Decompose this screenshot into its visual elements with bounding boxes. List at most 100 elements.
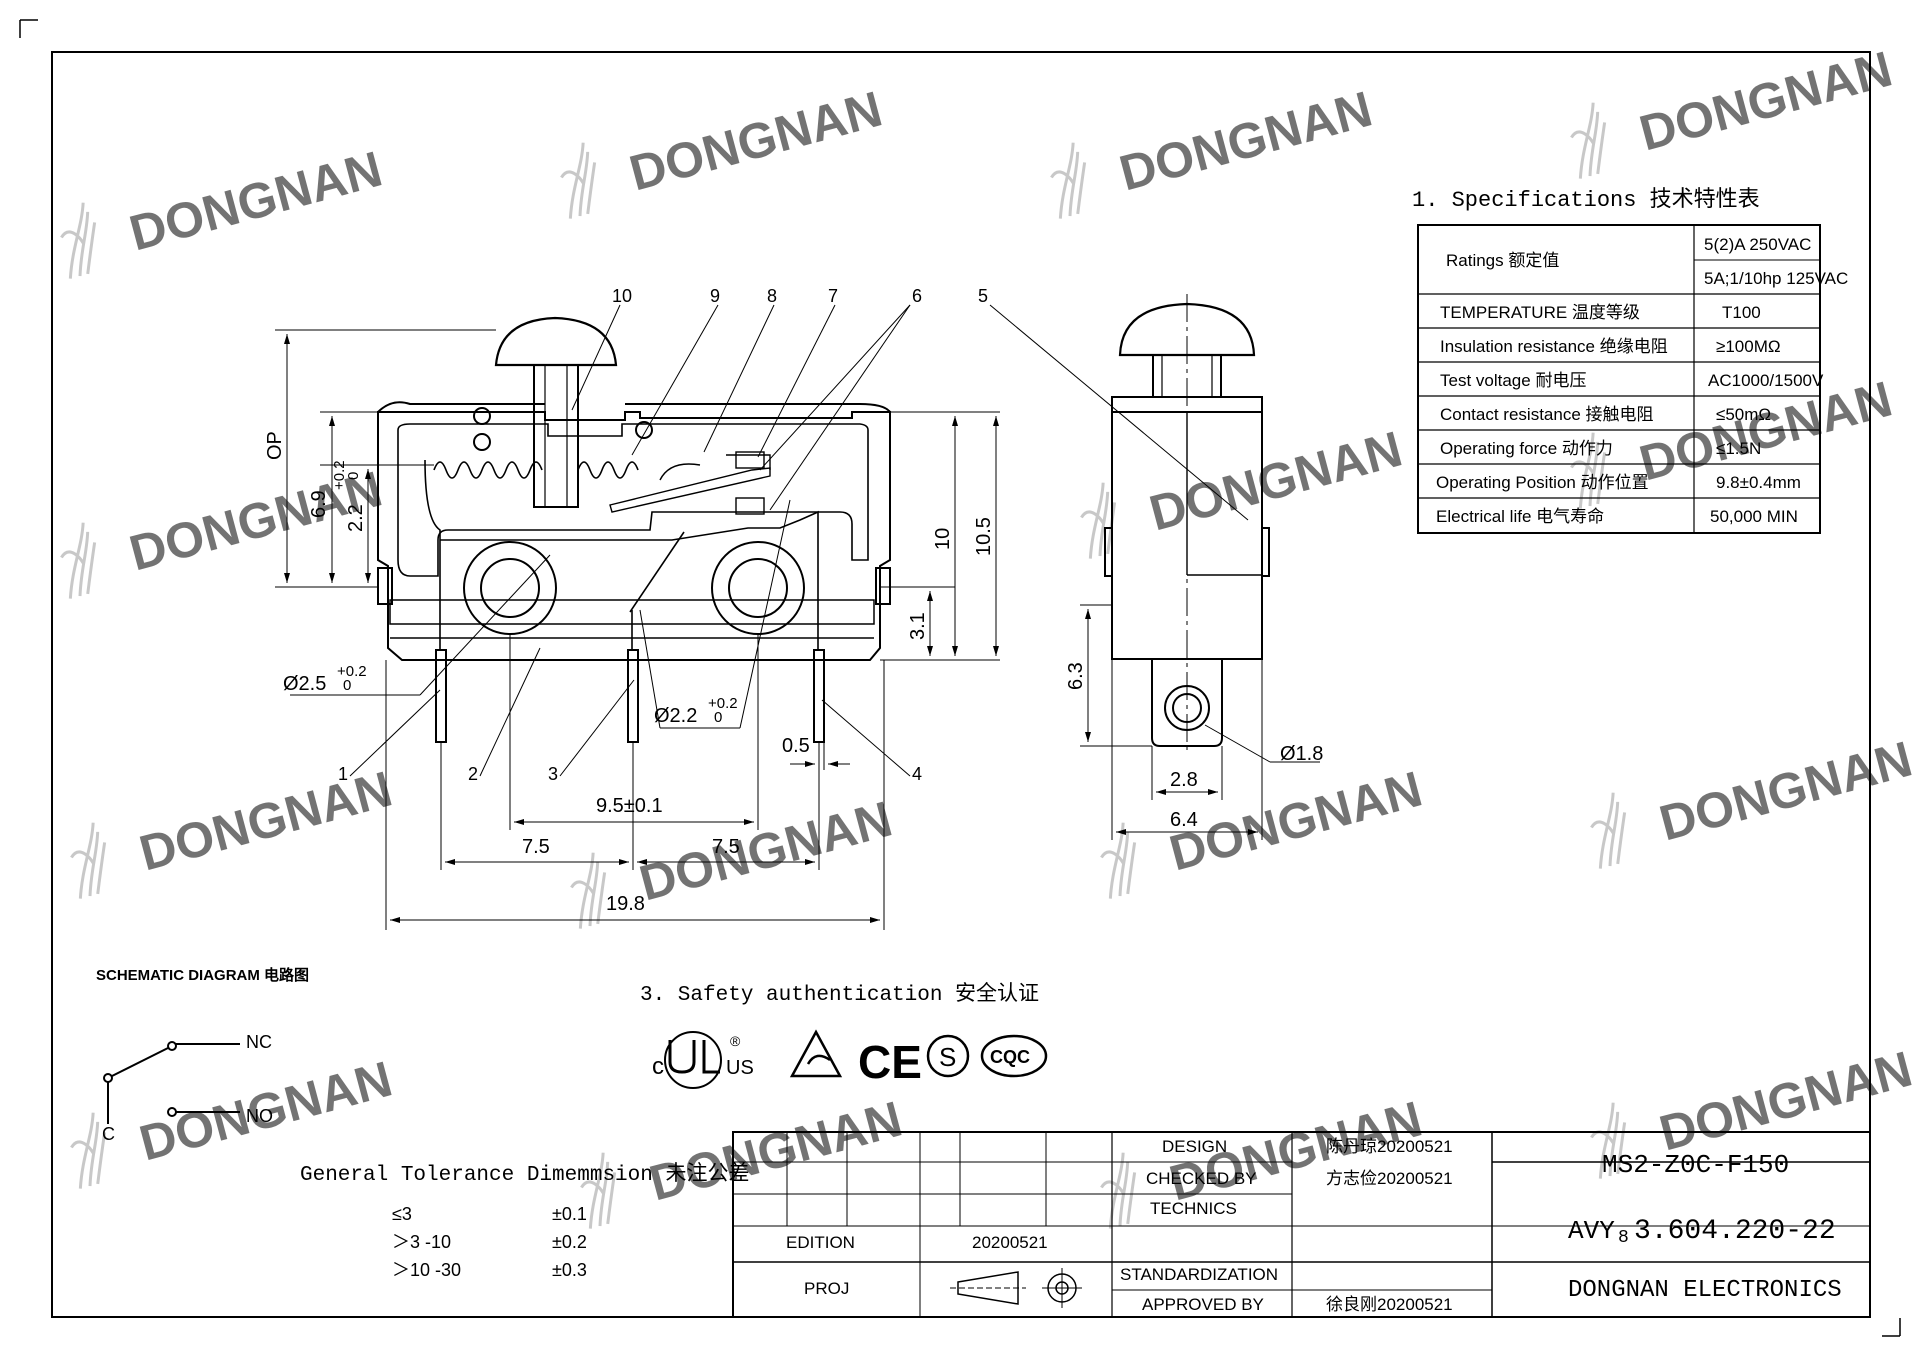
safety-title: 3. Safety authentication 安全认证: [640, 982, 1039, 1007]
cqc-mark-text: CQC: [990, 1047, 1030, 1067]
spec-value: ≤1.5N: [1716, 439, 1761, 458]
svg-text:10.5: 10.5: [973, 517, 995, 556]
svg-text:DONGNAN: DONGNAN: [124, 141, 388, 262]
svg-text:7.5: 7.5: [522, 836, 550, 858]
svg-text:7.5: 7.5: [712, 836, 740, 858]
spec-value: 5(2)A 250VAC: [1704, 235, 1811, 254]
svg-text:2.2: 2.2: [345, 504, 367, 532]
svg-text:NO: NO: [246, 1106, 273, 1126]
title-block: [732, 1131, 1871, 1318]
general-tolerance: General Tolerance Dimemmsion 未注公差 ≤3 ±0.…: [300, 1162, 749, 1280]
svg-text:10: 10: [612, 286, 632, 306]
spec-label: Operating Position 动作位置: [1436, 473, 1649, 492]
svg-text:General Tolerance Dimemmsion 未: General Tolerance Dimemmsion 未注公差: [300, 1162, 749, 1187]
ul-us-mark: US: [726, 1057, 754, 1079]
svg-text:方志俭20200521: 方志俭20200521: [1326, 1169, 1453, 1188]
svg-text:0: 0: [343, 677, 351, 694]
s-mark-letter: S: [939, 1042, 956, 1072]
svg-text:CHECKED BY: CHECKED BY: [1146, 1169, 1257, 1188]
spec-label: Test voltage 耐电压: [1440, 371, 1586, 390]
spec-value: ≥100MΩ: [1716, 337, 1781, 356]
svg-text:APPROVED BY: APPROVED BY: [1142, 1295, 1264, 1314]
spec-label: Electrical life 电气寿命: [1436, 507, 1604, 526]
svg-text:DONGNAN: DONGNAN: [1654, 731, 1918, 852]
svg-text:DONGNAN: DONGNAN: [644, 1091, 908, 1212]
schematic-diagram: SCHEMATIC DIAGRAM 电路图 NC NO C: [96, 966, 309, 1144]
title-block-text: DESIGN 陈丹琼20200521 CHECKED BY 方志俭2020052…: [786, 1137, 1842, 1314]
spec-value: T100: [1722, 303, 1761, 322]
triangle-mark-icon: [789, 1029, 843, 1078]
svg-text:NC: NC: [246, 1032, 272, 1052]
ul-c-mark: c: [652, 1053, 664, 1080]
spec-value: AC1000/1500V: [1708, 371, 1824, 390]
svg-text:0: 0: [714, 709, 722, 726]
spec-value: 50,000 MIN: [1710, 507, 1798, 526]
svg-text:DONGNAN: DONGNAN: [624, 81, 888, 202]
spec-value: 5A;1/10hp 125VAC: [1704, 269, 1848, 288]
svg-text:PROJ: PROJ: [804, 1279, 849, 1298]
svg-text:OP: OP: [264, 431, 286, 460]
svg-text:4: 4: [912, 764, 922, 784]
svg-text:STANDARDIZATION: STANDARDIZATION: [1120, 1265, 1278, 1284]
svg-text:0: 0: [345, 472, 362, 480]
svg-text:8: 8: [767, 286, 777, 306]
svg-text:陈丹琼20200521: 陈丹琼20200521: [1326, 1137, 1453, 1156]
svg-text:DONGNAN: DONGNAN: [1654, 1041, 1918, 1162]
svg-text:Ø2.2: Ø2.2: [654, 705, 697, 727]
ce-mark: CE: [858, 1036, 922, 1088]
company-name: DONGNAN ELECTRONICS: [1568, 1277, 1842, 1304]
svg-text:6.3: 6.3: [1065, 662, 1087, 690]
s-mark-icon: [926, 1034, 970, 1078]
svg-text:DONGNAN: DONGNAN: [1114, 81, 1378, 202]
spec-label: TEMPERATURE 温度等级: [1440, 303, 1640, 322]
svg-text:8: 8: [1618, 1228, 1629, 1248]
svg-text:2.8: 2.8: [1170, 769, 1198, 791]
svg-text:20200521: 20200521: [972, 1233, 1048, 1252]
ul-mark-icon: [664, 1031, 722, 1089]
model-number: MS2-Z0C-F150: [1602, 1150, 1789, 1180]
schematic-title: SCHEMATIC DIAGRAM 电路图: [96, 966, 309, 984]
svg-text:±0.1: ±0.1: [552, 1204, 587, 1224]
safety-authentication: 3. Safety authentication 安全认证 c ® US CE …: [640, 982, 1048, 1089]
spec-label: Insulation resistance 绝缘电阻: [1440, 337, 1668, 356]
svg-text:+0.2: +0.2: [708, 695, 738, 712]
ul-registered-mark: ®: [730, 1033, 741, 1049]
spec-label: Ratings 额定值: [1446, 251, 1559, 270]
svg-text:7: 7: [828, 286, 838, 306]
front-view: [377, 316, 891, 743]
svg-text:DONGNAN: DONGNAN: [134, 761, 398, 882]
svg-text:±0.3: ±0.3: [552, 1260, 587, 1280]
svg-text:9: 9: [710, 286, 720, 306]
svg-text:DONGNAN: DONGNAN: [634, 791, 898, 912]
spec-label: Contact resistance 接触电阻: [1440, 405, 1654, 424]
svg-text:C: C: [102, 1124, 115, 1144]
cqc-mark-icon: [980, 1034, 1048, 1078]
svg-text:3.1: 3.1: [907, 612, 929, 640]
svg-text:1: 1: [338, 764, 348, 784]
svg-text:0.5: 0.5: [782, 735, 810, 757]
svg-text:DESIGN: DESIGN: [1162, 1137, 1227, 1156]
specifications-table: 1. Specifications 技术特性表 Ratings 额定值 5(2)…: [1412, 187, 1848, 534]
svg-text:19.8: 19.8: [606, 893, 645, 915]
svg-text:6.9: 6.9: [308, 490, 330, 518]
drawing-code-prefix: AVY: [1568, 1216, 1615, 1246]
side-view-labels: 6.3 Ø1.8 2.8 6.4: [1065, 662, 1323, 831]
spec-title: 1. Specifications 技术特性表: [1412, 187, 1760, 213]
side-view-dimensions: [1080, 604, 1320, 840]
svg-text:5: 5: [978, 286, 988, 306]
drawing-code: 3.604.220-22: [1634, 1216, 1836, 1247]
svg-text:＞3 -10: ＞3 -10: [392, 1232, 451, 1252]
svg-text:EDITION: EDITION: [786, 1233, 855, 1252]
svg-text:10: 10: [932, 528, 954, 550]
svg-text:±0.2: ±0.2: [552, 1232, 587, 1252]
svg-text:DONGNAN: DONGNAN: [1164, 761, 1428, 882]
svg-text:TECHNICS: TECHNICS: [1150, 1199, 1237, 1218]
svg-text:+0.2: +0.2: [337, 663, 367, 680]
svg-text:Ø1.8: Ø1.8: [1280, 743, 1323, 765]
svg-text:＞10 -30: ＞10 -30: [392, 1260, 461, 1280]
svg-text:≤3: ≤3: [392, 1204, 412, 1224]
svg-text:3: 3: [548, 764, 558, 784]
side-view: [1104, 294, 1270, 750]
front-view-labels: OP 6.9 2.2 +0.2 0 10 10.5 3.1 Ø2.5 +0.2 …: [264, 286, 995, 915]
